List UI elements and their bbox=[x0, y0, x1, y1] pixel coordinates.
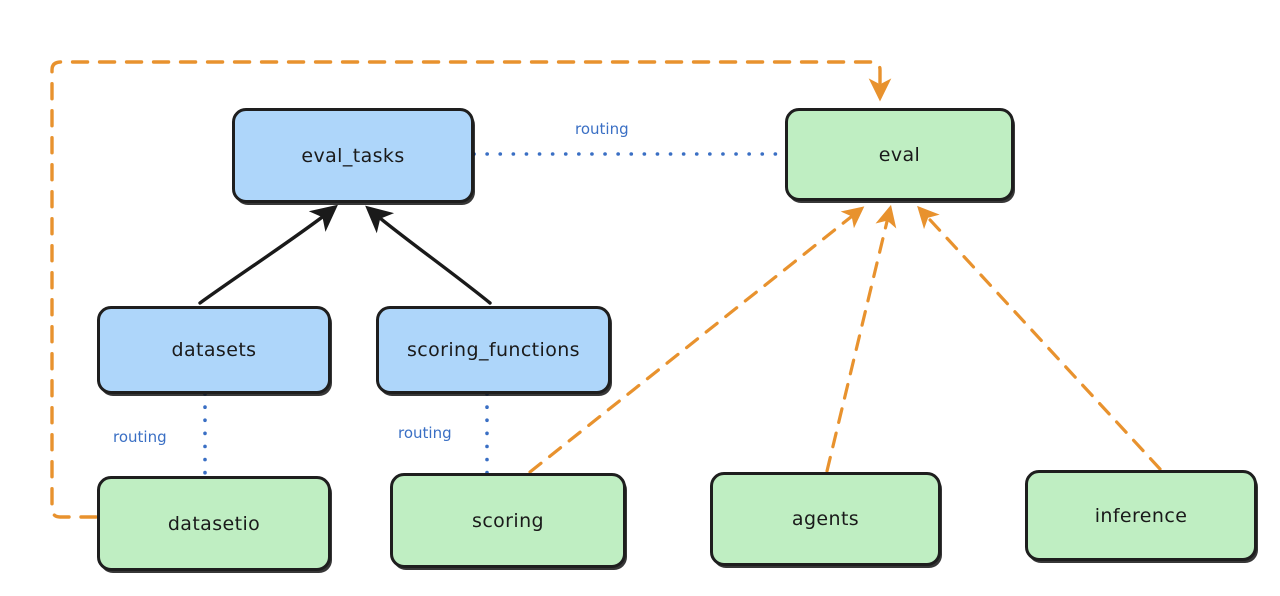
edge-label-routing-eval-tasks-eval: routing bbox=[575, 120, 629, 138]
node-label-agents: agents bbox=[791, 508, 860, 530]
node-eval-tasks[interactable]: eval_tasks bbox=[232, 108, 474, 203]
edge-label-routing-datasets-datasetio: routing bbox=[113, 428, 167, 446]
node-label-eval: eval bbox=[878, 143, 921, 166]
node-scoring-functions[interactable]: scoring_functions bbox=[376, 306, 611, 394]
node-datasets[interactable]: datasets bbox=[97, 306, 331, 394]
node-scoring[interactable]: scoring bbox=[390, 473, 626, 568]
edge-scoring-functions-to-eval-tasks bbox=[365, 205, 492, 305]
node-inference[interactable]: inference bbox=[1025, 470, 1257, 561]
edge-label-routing-scoring-functions-scoring: routing bbox=[398, 424, 452, 442]
node-datasetio[interactable]: datasetio bbox=[97, 476, 331, 571]
node-agents[interactable]: agents bbox=[710, 472, 941, 566]
edge-agents-to-eval-dashed bbox=[825, 204, 897, 473]
node-label-eval-tasks: eval_tasks bbox=[301, 144, 405, 167]
node-label-scoring: scoring bbox=[472, 509, 544, 532]
node-label-scoring-functions: scoring_functions bbox=[407, 339, 580, 361]
node-label-datasetio: datasetio bbox=[167, 512, 261, 535]
node-label-inference: inference bbox=[1094, 504, 1188, 527]
node-label-datasets: datasets bbox=[171, 339, 257, 361]
edge-datasetio-to-eval-dashed bbox=[50, 60, 892, 519]
edge-scoring-to-eval-dashed bbox=[528, 206, 865, 474]
edge-datasets-to-eval-tasks bbox=[198, 204, 338, 305]
edge-inference-to-eval-dashed bbox=[917, 205, 1162, 471]
node-eval[interactable]: eval bbox=[785, 108, 1014, 201]
